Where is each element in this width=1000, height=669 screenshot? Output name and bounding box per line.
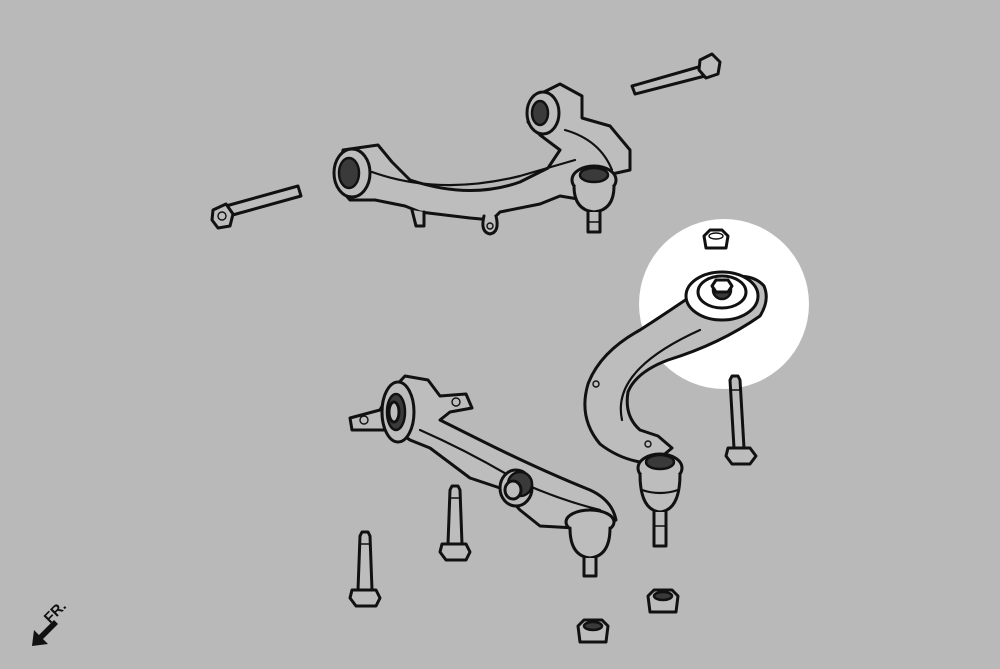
- lower-nut-right: [646, 588, 680, 614]
- lower-front-arm-bolt-a: [438, 484, 472, 562]
- upper-arm-front-bushing: [332, 147, 372, 199]
- lower-arm-front-bushing: [380, 380, 416, 444]
- lower-arm-rear-bushing: [498, 468, 534, 508]
- upper-front-bolt: [210, 184, 303, 230]
- lower-front-ball-joint: [564, 508, 616, 578]
- upper-control-arm: [332, 82, 632, 236]
- bushing-nut: [702, 228, 730, 250]
- lower-front-arm-bolt-b: [348, 530, 382, 608]
- lower-rear-arm: [583, 274, 768, 464]
- front-direction-label: FR.: [41, 598, 70, 627]
- lower-rear-ball-joint: [636, 452, 684, 548]
- lower-front-arm: [348, 374, 618, 530]
- front-direction-indicator: FR.: [32, 598, 70, 646]
- front-arrow-icon: [32, 620, 58, 646]
- lower-rear-arm-bolt: [724, 374, 758, 466]
- upper-ball-joint: [570, 164, 618, 234]
- upper-rear-bolt: [630, 52, 722, 96]
- lower-nut-left: [576, 618, 610, 644]
- lower-rear-arm-bushing: [684, 270, 760, 322]
- upper-arm-rear-bushing: [525, 90, 561, 136]
